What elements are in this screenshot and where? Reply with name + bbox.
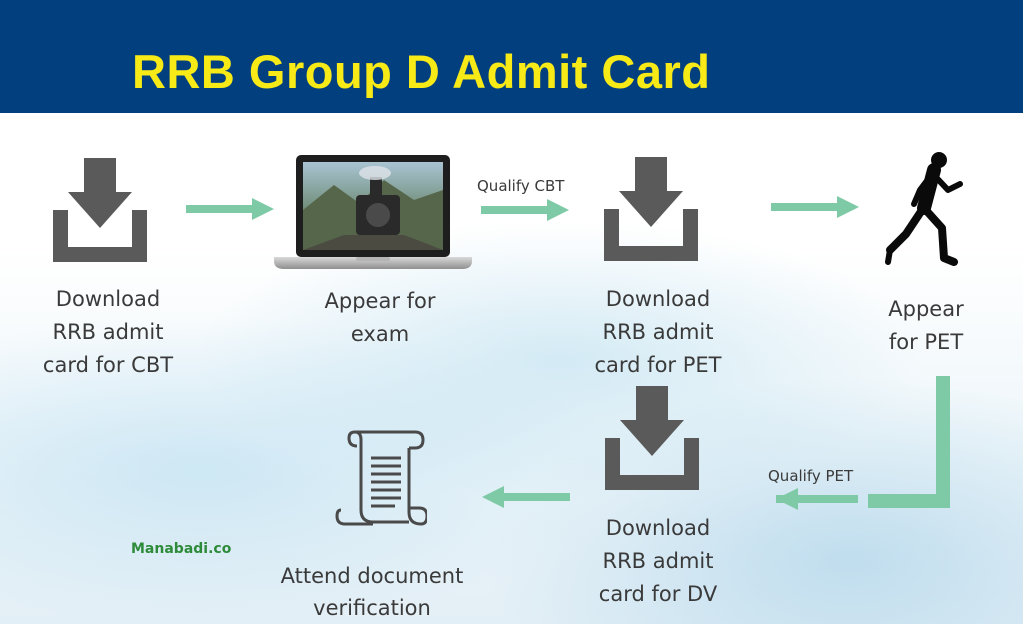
connector-arrow <box>776 376 952 516</box>
label-line: card for CBT <box>42 353 174 377</box>
scroll-document-icon <box>335 430 427 530</box>
step-download-dv-label: Download RRB admit card for DV <box>578 512 738 611</box>
label-line: Appear <box>888 297 964 321</box>
label-line: Appear for <box>324 289 436 313</box>
label-line: card for PET <box>594 353 722 377</box>
qualify-cbt-label: Qualify CBT <box>477 177 565 195</box>
label-line: Attend document <box>280 564 464 588</box>
arrow-right <box>771 196 859 218</box>
label-line: RRB admit <box>602 549 714 573</box>
qualify-pet-label: Qualify PET <box>768 467 854 485</box>
label-line: card for DV <box>598 582 718 606</box>
laptop-icon <box>274 155 472 269</box>
watermark: Manabadi.co <box>131 541 232 557</box>
label-line: Download <box>605 287 711 311</box>
step-attend-dv-label: Attend document verification <box>262 560 482 624</box>
label-line: verification <box>313 596 431 620</box>
label-line: exam <box>350 322 410 346</box>
download-icon <box>605 386 699 490</box>
step-download-pet-label: Download RRB admit card for PET <box>578 283 738 382</box>
runner-icon <box>884 150 970 274</box>
label-line: Download <box>605 516 711 540</box>
page-title: RRB Group D Admit Card <box>132 45 711 98</box>
arrow-left <box>482 486 570 508</box>
header-banner: RRB Group D Admit Card <box>0 0 1023 113</box>
step-appear-exam-label: Appear for exam <box>300 285 460 351</box>
label-line: Download <box>55 287 161 311</box>
step-appear-pet-label: Appear for PET <box>866 293 986 359</box>
label-line: RRB admit <box>52 320 164 344</box>
download-icon <box>53 158 147 262</box>
label-line: for PET <box>888 330 964 354</box>
arrow-right <box>481 199 569 221</box>
arrow-right <box>186 198 274 220</box>
step-download-cbt-label: Download RRB admit card for CBT <box>28 283 188 382</box>
download-icon <box>604 157 698 261</box>
label-line: RRB admit <box>602 320 714 344</box>
